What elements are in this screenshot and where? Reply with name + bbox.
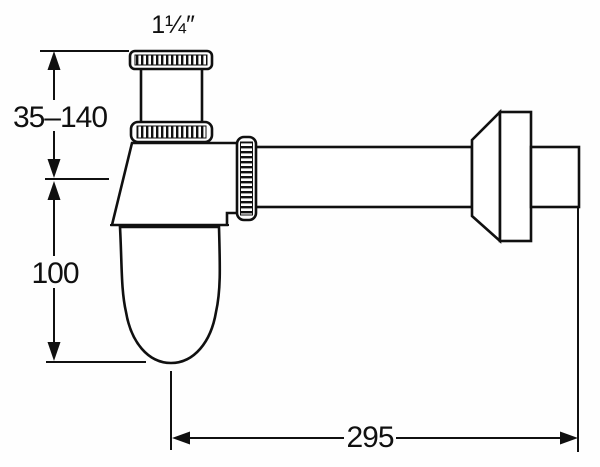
inlet-union-nut bbox=[129, 120, 214, 144]
dim-outlet-length: 295 bbox=[170, 207, 579, 454]
outlet-length-label: 295 bbox=[346, 421, 393, 454]
wall-flange bbox=[498, 110, 533, 243]
wall-cone bbox=[470, 108, 502, 244]
arrow-left-icon bbox=[172, 431, 190, 445]
trap-housing bbox=[110, 141, 240, 227]
arrow-down-icon bbox=[47, 342, 61, 361]
wall-pipe-stub bbox=[529, 145, 581, 209]
trap-assembly bbox=[110, 49, 581, 365]
arrow-right-icon bbox=[560, 431, 578, 445]
cup-height-label: 100 bbox=[31, 257, 78, 290]
dim-height-range: 35–140 bbox=[13, 50, 129, 180]
height-range-label: 35–140 bbox=[13, 101, 107, 134]
thread-size-label: 1¼″ bbox=[151, 11, 195, 39]
outlet-union-nut bbox=[235, 135, 258, 222]
outlet-pipe bbox=[240, 145, 474, 209]
arrow-down-icon bbox=[47, 159, 61, 178]
dim-cup-height: 100 bbox=[31, 181, 146, 363]
arrow-up-icon bbox=[47, 181, 61, 200]
arrow-up-icon bbox=[47, 51, 61, 70]
top-slip-nut bbox=[128, 49, 214, 71]
trap-cup bbox=[118, 225, 222, 365]
